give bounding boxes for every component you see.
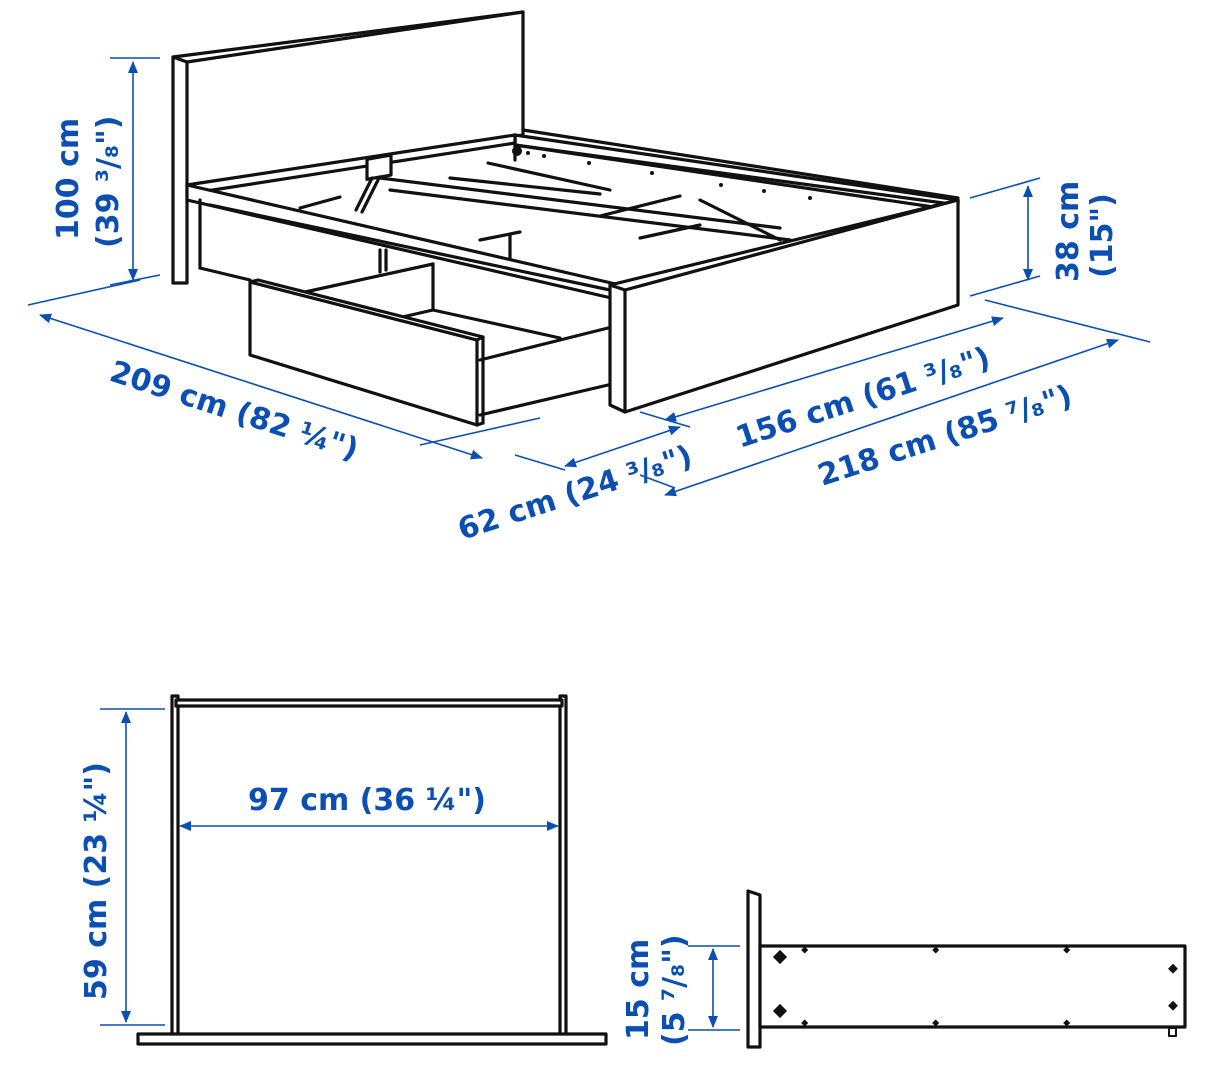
back-rail <box>513 133 960 207</box>
drawer-depth-label: 59 cm (23 ¼") <box>79 762 114 1000</box>
drawer-inner-depth-dimension: 59 cm (23 ¼") <box>79 708 165 1026</box>
drawer-side-view <box>746 889 1187 1049</box>
drawer-height-dimension: 15 cm (5 ⁷/₈") <box>621 934 740 1046</box>
bed-frame-drawing <box>171 10 960 427</box>
drawer-extension-label: 62 cm (24 ³/₈") <box>454 439 697 548</box>
frame-height-imperial: (15") <box>1085 193 1120 278</box>
drawer-top-view <box>136 694 608 1046</box>
drawer-front <box>248 280 479 427</box>
headboard-height-dimension: 100 cm (39 ³/₈") <box>51 57 161 286</box>
drawer-extension-dimension: 62 cm (24 ³/₈") <box>454 411 697 548</box>
drawer-width-label: 97 cm (36 ¼") <box>248 783 486 818</box>
headboard-height-metric: 100 cm <box>51 118 86 240</box>
frame-height-dimension: 38 cm (15") <box>969 177 1120 297</box>
drawer-height-metric: 15 cm <box>621 939 656 1040</box>
lift-bracket <box>365 153 393 181</box>
headboard-height-imperial: (39 ³/₈") <box>91 116 126 248</box>
drawer-inner-width-dimension: 97 cm (36 ¼") <box>179 783 559 831</box>
frame-height-metric: 38 cm <box>1051 181 1086 282</box>
drawer-height-imperial: (5 ⁷/₈") <box>657 934 692 1046</box>
fastener-dots <box>772 946 1178 1037</box>
